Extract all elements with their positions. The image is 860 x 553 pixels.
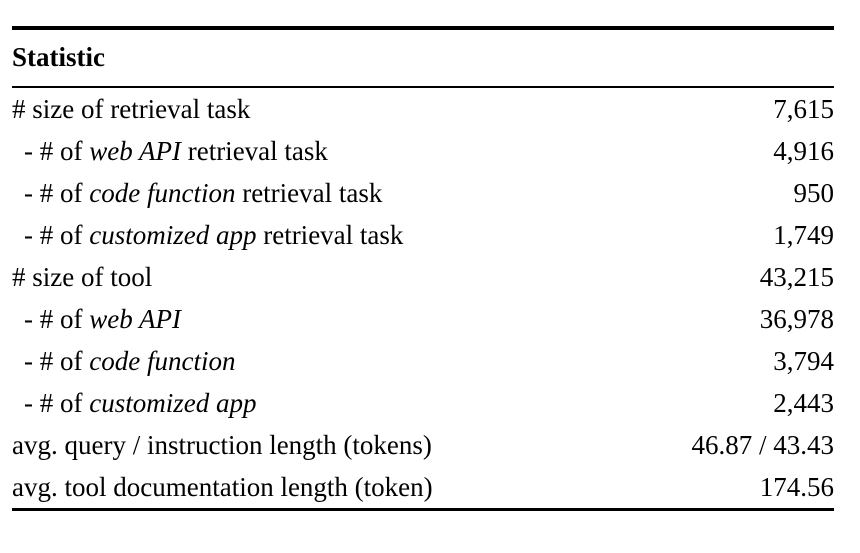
row-label: - # of web API retrieval task	[12, 130, 423, 172]
row-value: 4,916	[773, 136, 834, 166]
statistics-table: Statistic # size of retrieval task 7,615 -…	[12, 26, 834, 512]
table-row: - # of customized app 2,443	[12, 382, 834, 424]
row-label-emphasis: customized app	[89, 388, 257, 418]
row-label-prefix: - # of	[24, 346, 90, 376]
table-row: # size of retrieval task 7,615	[12, 88, 834, 130]
bottom-rule	[12, 508, 834, 512]
row-label-emphasis: web API	[89, 304, 181, 334]
row-label-prefix: - # of	[24, 136, 90, 166]
row-label: avg. tool documentation length (token)	[12, 472, 433, 502]
table-row: avg. query / instruction length (tokens)…	[12, 424, 834, 466]
table-row: - # of customized app retrieval task 1,74…	[12, 214, 834, 256]
row-value: 1,749	[773, 220, 834, 250]
column-header-statistic: Statistic	[12, 42, 105, 72]
row-label-prefix: - # of	[24, 220, 90, 250]
row-value: 174.56	[759, 472, 834, 502]
row-label-suffix: retrieval task	[256, 220, 404, 250]
row-label: - # of customized app	[12, 382, 423, 424]
row-label-suffix: retrieval task	[180, 136, 328, 166]
row-value: 2,443	[773, 388, 834, 418]
row-label-emphasis: code function	[89, 346, 236, 376]
row-label-emphasis: code function	[89, 178, 236, 208]
table-row: # size of tool 43,215	[12, 256, 834, 298]
table-footer	[12, 508, 834, 512]
row-label: # size of retrieval task	[12, 94, 251, 124]
row-label-suffix: retrieval task	[235, 178, 383, 208]
table-header: Statistic	[12, 26, 834, 89]
row-value: 43,215	[759, 262, 834, 292]
table-body: # size of retrieval task 7,615 - # of web …	[12, 88, 834, 510]
row-value: 7,615	[773, 94, 834, 124]
table-row: avg. tool documentation length (token) 17…	[12, 466, 834, 510]
table-row: - # of web API retrieval task 4,916	[12, 130, 834, 172]
row-label-emphasis: web API	[89, 136, 181, 166]
row-label: # size of tool	[12, 262, 153, 292]
table-row: - # of web API 36,978	[12, 298, 834, 340]
row-label: - # of code function	[12, 340, 423, 382]
row-value: 46.87 / 43.43	[691, 430, 834, 460]
row-label-prefix: - # of	[24, 388, 90, 418]
row-label: - # of code function retrieval task	[12, 172, 423, 214]
row-value: 950	[793, 178, 835, 208]
table-row: - # of code function retrieval task 950	[12, 172, 834, 214]
row-label-prefix: - # of	[24, 178, 90, 208]
row-label: avg. query / instruction length (tokens)	[12, 430, 432, 460]
row-label: - # of web API	[12, 298, 423, 340]
header-row: Statistic	[12, 30, 834, 87]
row-label-emphasis: customized app	[89, 220, 257, 250]
row-value: 36,978	[759, 304, 834, 334]
column-header-value	[423, 30, 834, 87]
statistics-table-container: Statistic # size of retrieval task 7,615 -…	[0, 26, 860, 553]
row-label-prefix: - # of	[24, 304, 90, 334]
row-label: - # of customized app retrieval task	[12, 214, 423, 256]
table-row: - # of code function 3,794	[12, 340, 834, 382]
row-value: 3,794	[773, 346, 834, 376]
